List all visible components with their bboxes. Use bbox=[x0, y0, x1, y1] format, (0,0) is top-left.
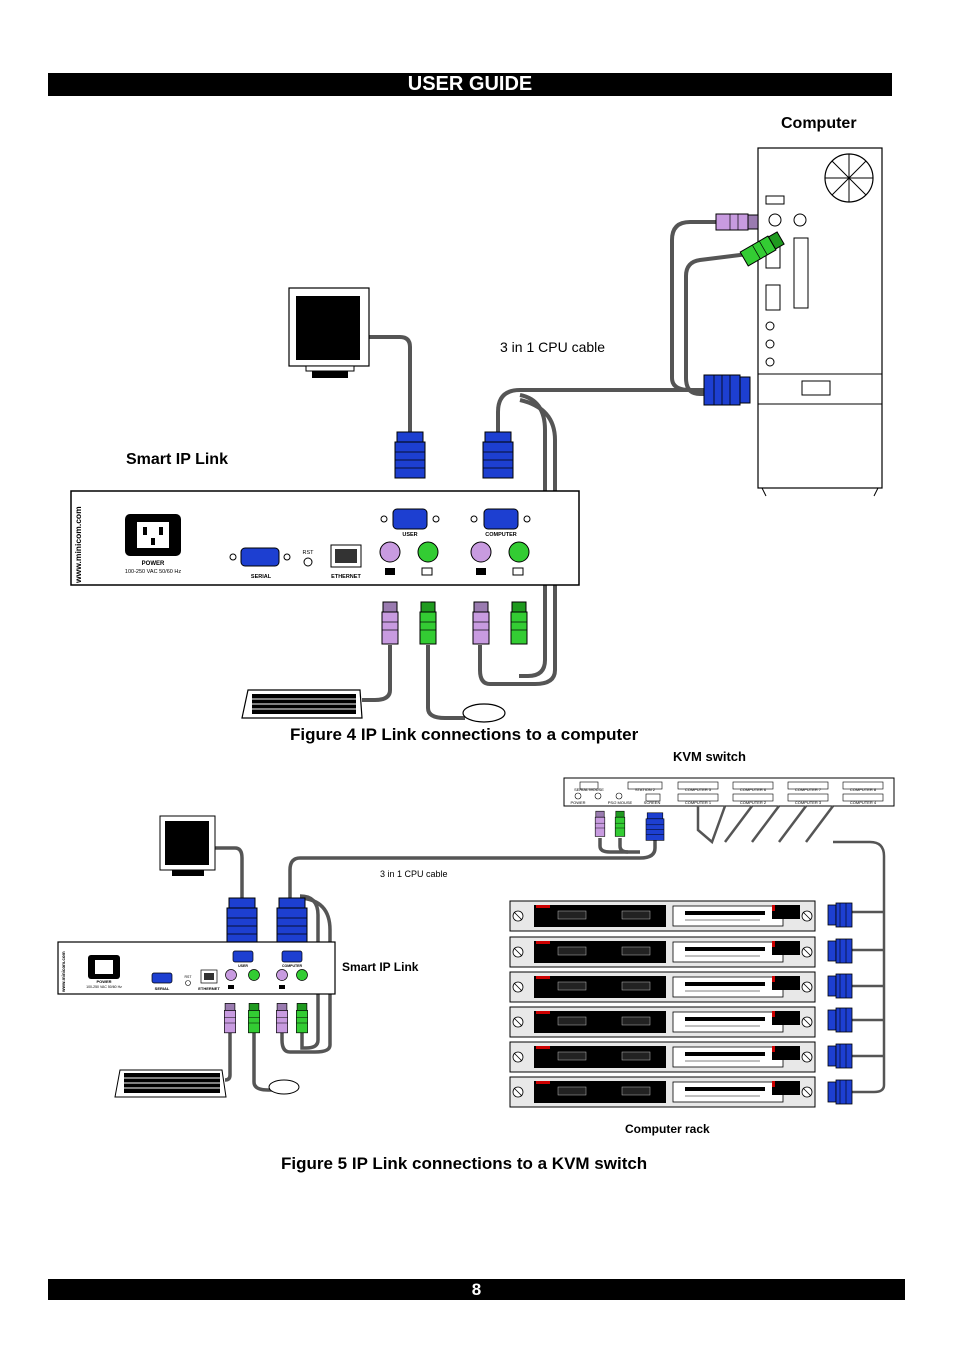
fig5-cables bbox=[215, 838, 657, 1092]
rack-vga-connectors bbox=[827, 902, 853, 1105]
smart-ip-link-panel-fig4: www.minicom.com POWER 100-250 VAC 50/60 … bbox=[70, 490, 580, 586]
fig5-ps2-green-cpu bbox=[296, 1003, 308, 1034]
kvm-ps2-purple-plug bbox=[594, 810, 606, 837]
svg-text:POWER: POWER bbox=[96, 979, 111, 984]
svg-text:POWER: POWER bbox=[570, 800, 585, 805]
svg-text:STATION 2: STATION 2 bbox=[635, 787, 656, 792]
computer-rack bbox=[509, 900, 816, 1108]
ps2-purple-computer-plug bbox=[715, 213, 759, 231]
mouse-fig5 bbox=[268, 1079, 300, 1095]
svg-text:RST: RST bbox=[303, 550, 315, 556]
svg-text:COMPUTER: COMPUTER bbox=[282, 964, 303, 968]
kvm-computer-cables bbox=[696, 805, 886, 1094]
fig5-ps2-purple-user bbox=[224, 1003, 236, 1034]
svg-text:POWER: POWER bbox=[142, 561, 165, 567]
svg-text:COMPUTER 2: COMPUTER 2 bbox=[740, 800, 767, 805]
svg-text:SCREEN: SCREEN bbox=[644, 800, 661, 805]
ps2-purple-user-plug bbox=[381, 601, 399, 645]
mouse-fig4 bbox=[462, 703, 506, 723]
smart-ip-link-panel-fig5: www.minicom.com POWER 100-250 VAC 50/60 … bbox=[57, 941, 336, 995]
header-title-bar: USER GUIDE bbox=[48, 73, 892, 96]
monitor-fig4 bbox=[288, 287, 370, 378]
monitor-fig5 bbox=[159, 815, 216, 876]
device-label-fig5: Smart IP Link bbox=[342, 960, 419, 974]
vga-computer-plug bbox=[703, 374, 751, 406]
kvm-vga-plug bbox=[645, 812, 665, 841]
computer-rack-label: Computer rack bbox=[625, 1122, 710, 1136]
svg-text:SERIAL: SERIAL bbox=[251, 574, 272, 580]
svg-text:COMPUTER: COMPUTER bbox=[485, 532, 517, 538]
svg-text:ETHERNET: ETHERNET bbox=[198, 986, 220, 991]
panel-brand: www.minicom.com bbox=[73, 506, 83, 584]
svg-text:RST: RST bbox=[185, 975, 193, 979]
svg-text:100-250 VAC 50/60 Hz: 100-250 VAC 50/60 Hz bbox=[86, 985, 122, 989]
page-number-bar: 8 bbox=[48, 1279, 905, 1300]
computer-label: Computer bbox=[781, 115, 857, 132]
figure5-caption: Figure 5 IP Link connections to a KVM sw… bbox=[281, 1154, 648, 1173]
svg-text:COMPUTER 8: COMPUTER 8 bbox=[850, 787, 877, 792]
kvm-switch-panel: SERIAL MOUSE STATION 2 COMPUTER 5 COMPUT… bbox=[563, 777, 895, 807]
svg-text:PS/2 MOUSE: PS/2 MOUSE bbox=[608, 800, 633, 805]
svg-text:COMPUTER 3: COMPUTER 3 bbox=[795, 800, 822, 805]
cable-label-fig5: 3 in 1 CPU cable bbox=[380, 869, 448, 879]
svg-text:SERIAL MOUSE: SERIAL MOUSE bbox=[574, 787, 604, 792]
computer-tower bbox=[757, 147, 883, 497]
svg-text:SERIAL: SERIAL bbox=[155, 986, 170, 991]
keyboard-fig4 bbox=[241, 689, 363, 719]
cable-label-fig4: 3 in 1 CPU cable bbox=[500, 339, 606, 355]
svg-text:COMPUTER 5: COMPUTER 5 bbox=[685, 787, 712, 792]
vga-connector-computer bbox=[482, 431, 514, 479]
ps2-purple-cpu-plug bbox=[472, 601, 490, 645]
svg-text:COMPUTER 4: COMPUTER 4 bbox=[850, 800, 877, 805]
kvm-switch-label: KVM switch bbox=[673, 749, 746, 764]
svg-text:USER: USER bbox=[402, 532, 417, 538]
svg-text:COMPUTER 1: COMPUTER 1 bbox=[685, 800, 712, 805]
kvm-ps2-green-plug bbox=[614, 810, 626, 837]
svg-text:USER: USER bbox=[238, 964, 248, 968]
fig5-ps2-purple-cpu bbox=[276, 1003, 288, 1034]
svg-text:www.minicom.com: www.minicom.com bbox=[61, 951, 66, 993]
ps2-green-cpu-plug bbox=[510, 601, 528, 645]
figure4-caption: Figure 4 IP Link connections to a comput… bbox=[290, 725, 639, 744]
fig5-vga-computer bbox=[276, 897, 308, 945]
fig4-cables bbox=[362, 220, 749, 720]
fig5-vga-user bbox=[226, 897, 258, 945]
svg-text:100-250 VAC 50/60 Hz: 100-250 VAC 50/60 Hz bbox=[125, 569, 181, 575]
svg-text:COMPUTER 6: COMPUTER 6 bbox=[740, 787, 767, 792]
svg-text:COMPUTER 7: COMPUTER 7 bbox=[795, 787, 822, 792]
svg-text:ETHERNET: ETHERNET bbox=[331, 574, 361, 580]
device-label-fig4: Smart IP Link bbox=[126, 451, 228, 468]
ps2-green-user-plug bbox=[419, 601, 437, 645]
fig5-ps2-green-user bbox=[248, 1003, 260, 1034]
vga-connector-user bbox=[394, 431, 426, 479]
keyboard-fig5 bbox=[114, 1069, 227, 1098]
